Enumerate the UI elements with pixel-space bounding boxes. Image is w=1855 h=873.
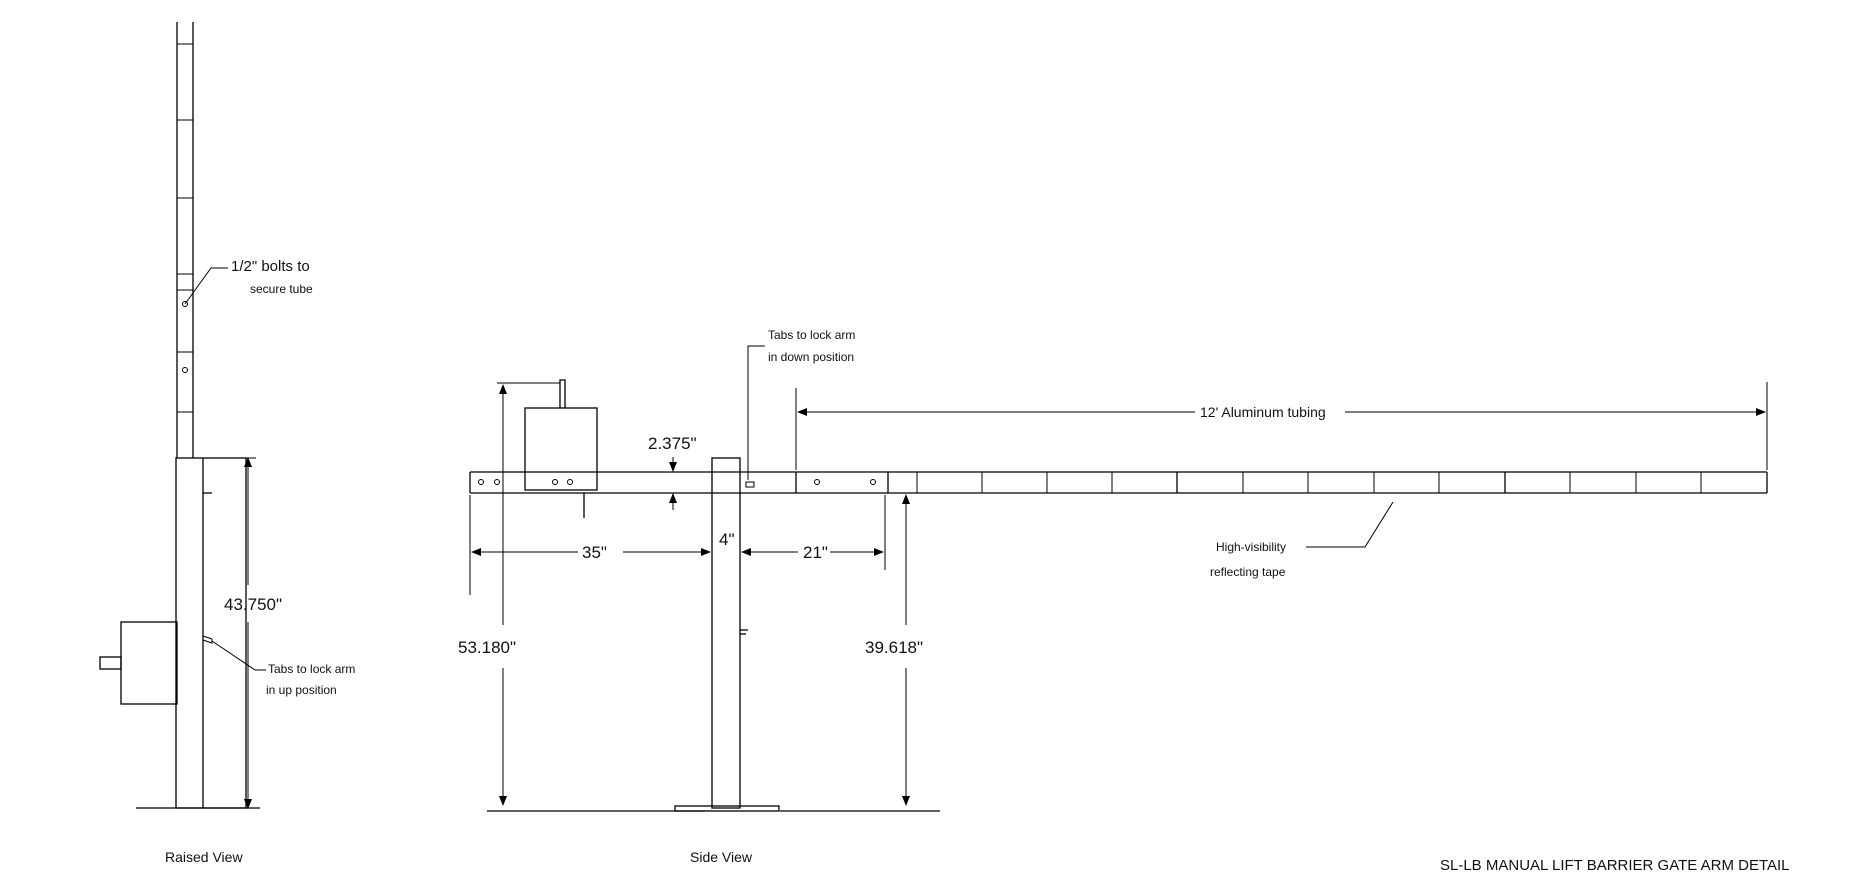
tape-leader — [1306, 501, 1394, 548]
bolt-note-line1: 1/2" bolts to — [231, 258, 310, 275]
drawing-title: SL-LB MANUAL LIFT BARRIER GATE ARM DETAI… — [1440, 857, 1790, 873]
tubing-dimension: 12' Aluminum tubing — [795, 382, 1768, 470]
tabs-down-leader — [747, 345, 765, 480]
side-post — [487, 457, 940, 812]
reflecting-tape — [916, 472, 1702, 493]
offset-dim-label: 21" — [803, 543, 828, 562]
tape-note-line2: reflecting tape — [1210, 565, 1286, 579]
tubing-label: 12' Aluminum tubing — [1200, 404, 1326, 420]
raised-arm — [176, 22, 194, 458]
raised-counterweight — [99, 621, 213, 705]
side-counterweight — [524, 379, 598, 491]
raised-view: 43.750" 1/2" bolts to secure tube Tabs t… — [99, 22, 355, 865]
tabs-up-note-line2: in up position — [266, 683, 337, 697]
tabs-down-note-line2: in down position — [768, 350, 854, 364]
side-view: 12' Aluminum tubing 2.375" 35" 4" 21" 53… — [458, 328, 1768, 865]
raised-height-label: 43.750" — [224, 595, 282, 614]
tabs-down-note-line1: Tabs to lock arm — [768, 328, 855, 342]
bolt-hole — [182, 367, 188, 373]
lock-tab — [745, 481, 755, 488]
post-dim-label: 4" — [719, 530, 735, 549]
raised-height-dimension: 43.750" — [224, 457, 282, 809]
arm-height-label: 2.375" — [648, 434, 697, 453]
arm-clearance-dimension: 39.618" — [865, 494, 923, 806]
horizontal-dimensions: 35" 4" 21" — [469, 495, 886, 595]
side-arm — [469, 471, 1768, 518]
overall-height-label: 53.180" — [458, 638, 516, 657]
bolt-hole — [182, 301, 188, 307]
arm-height-dimension: 2.375" — [648, 434, 697, 510]
arm-clearance-label: 39.618" — [865, 638, 923, 657]
bolt-note-line2: secure tube — [250, 282, 313, 296]
side-view-caption: Side View — [690, 849, 753, 865]
tabs-up-note-line1: Tabs to lock arm — [268, 662, 355, 676]
tape-note-line1: High-visibility — [1216, 540, 1286, 554]
bolt-leader — [184, 267, 228, 305]
tabs-up-leader — [211, 640, 266, 671]
raised-post — [136, 457, 260, 809]
raised-view-caption: Raised View — [165, 849, 243, 865]
overall-height-dimension: 53.180" — [458, 382, 560, 806]
counterweight-dim-label: 35" — [582, 543, 607, 562]
